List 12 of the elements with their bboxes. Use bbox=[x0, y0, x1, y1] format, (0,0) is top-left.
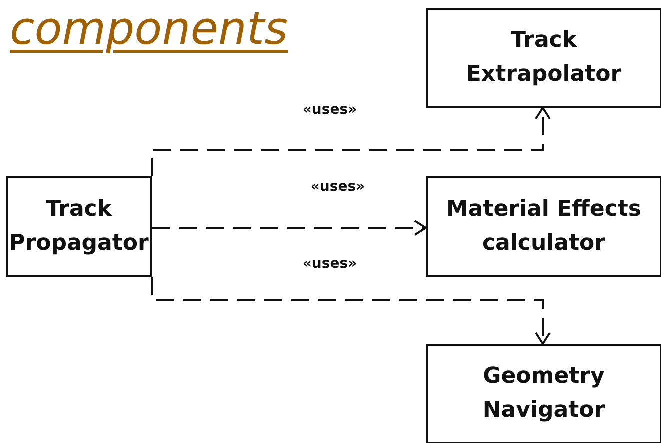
component-name: Track Extrapolator bbox=[465, 27, 623, 89]
title: components bbox=[10, 2, 288, 55]
component-name: Material Effects calculator bbox=[445, 196, 643, 258]
dependency-arrow bbox=[151, 277, 551, 345]
component-box bbox=[426, 344, 661, 443]
dependency-arrow bbox=[152, 220, 427, 236]
component-box bbox=[426, 176, 661, 277]
component-box bbox=[426, 8, 661, 108]
dependency-arrow bbox=[151, 107, 551, 176]
component-box bbox=[6, 176, 152, 277]
component-name: Geometry Navigator bbox=[482, 363, 606, 425]
component-name: Track Propagator bbox=[8, 196, 150, 258]
